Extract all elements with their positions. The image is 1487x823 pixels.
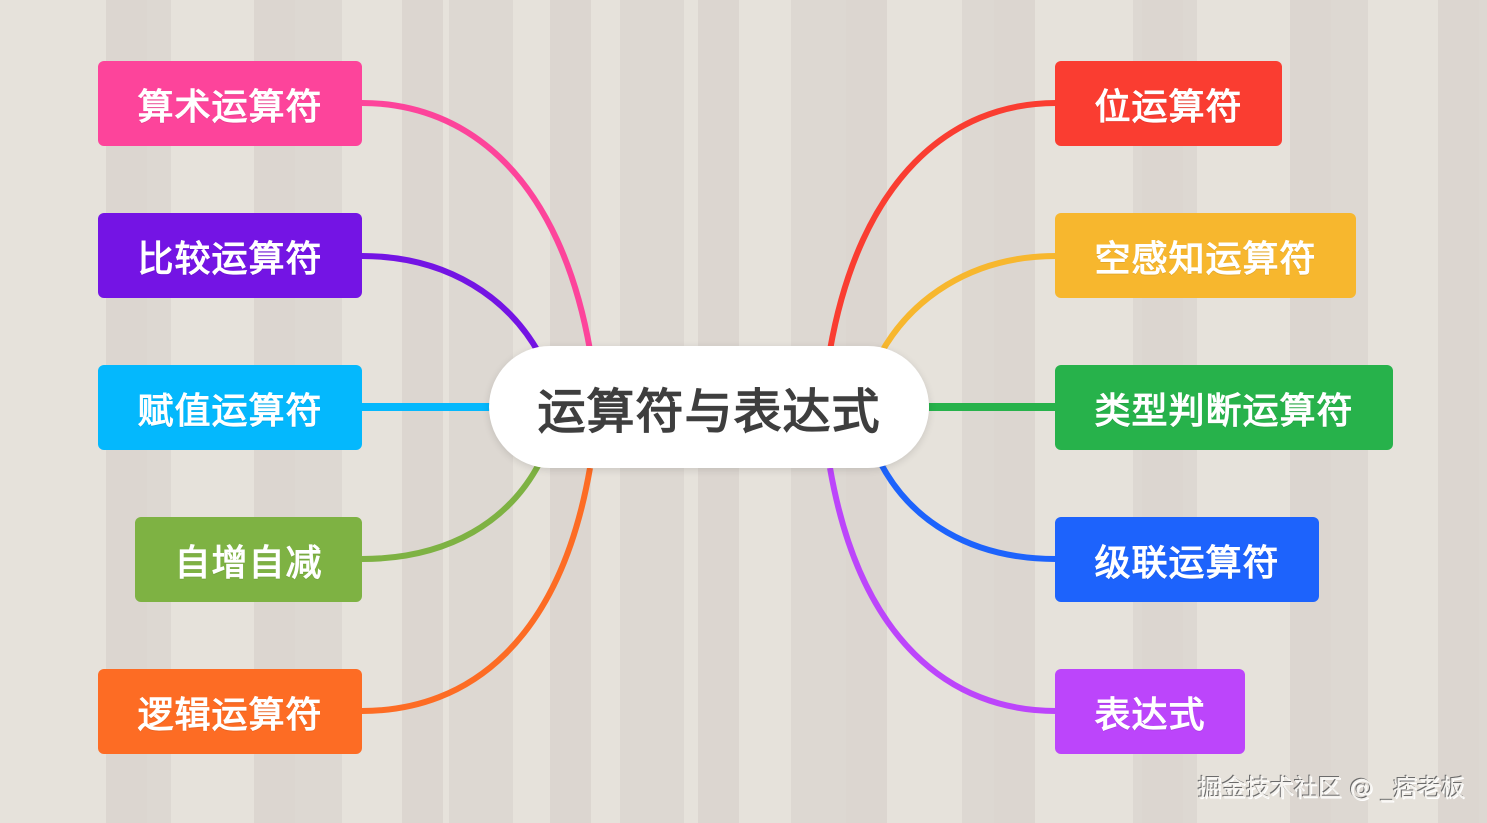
watermark: 掘金技术社区 @ _痞老板 <box>1197 774 1465 802</box>
link-logical <box>361 467 593 714</box>
link-bitwise <box>827 100 1057 351</box>
node-label: 级联运算符 <box>1094 542 1280 584</box>
node-label: 赋值运算符 <box>137 390 323 432</box>
central-topic-label: 运算符与表达式 <box>537 384 881 440</box>
node-bitwise-operators[interactable]: 位运算符 <box>1055 61 1282 146</box>
node-label: 自增自减 <box>174 542 323 584</box>
node-label: 类型判断运算符 <box>1094 390 1354 432</box>
node-label: 逻辑运算符 <box>137 694 323 736</box>
node-cascade-operators[interactable]: 级联运算符 <box>1055 517 1319 602</box>
node-comparison-operators[interactable]: 比较运算符 <box>98 213 362 298</box>
link-comparison <box>361 253 543 357</box>
node-label: 空感知运算符 <box>1094 238 1317 280</box>
node-label: 表达式 <box>1094 694 1206 736</box>
node-arithmetic-operators[interactable]: 算术运算符 <box>98 61 362 146</box>
link-null-aware <box>877 253 1057 357</box>
node-assignment-operators[interactable]: 赋值运算符 <box>98 365 362 450</box>
node-type-test-operators[interactable]: 类型判断运算符 <box>1055 365 1393 450</box>
node-expressions[interactable]: 表达式 <box>1055 669 1245 754</box>
node-label: 比较运算符 <box>137 238 323 280</box>
node-logical-operators[interactable]: 逻辑运算符 <box>98 669 362 754</box>
node-label: 算术运算符 <box>137 86 323 128</box>
central-topic[interactable]: 运算符与表达式 <box>489 346 929 468</box>
node-label: 位运算符 <box>1094 86 1243 128</box>
node-null-aware-operators[interactable]: 空感知运算符 <box>1055 213 1356 298</box>
link-increment <box>361 460 543 562</box>
link-cascade <box>877 460 1057 562</box>
link-expression <box>827 467 1057 714</box>
node-increment-decrement[interactable]: 自增自减 <box>135 517 362 602</box>
link-arithmetic <box>361 100 593 351</box>
